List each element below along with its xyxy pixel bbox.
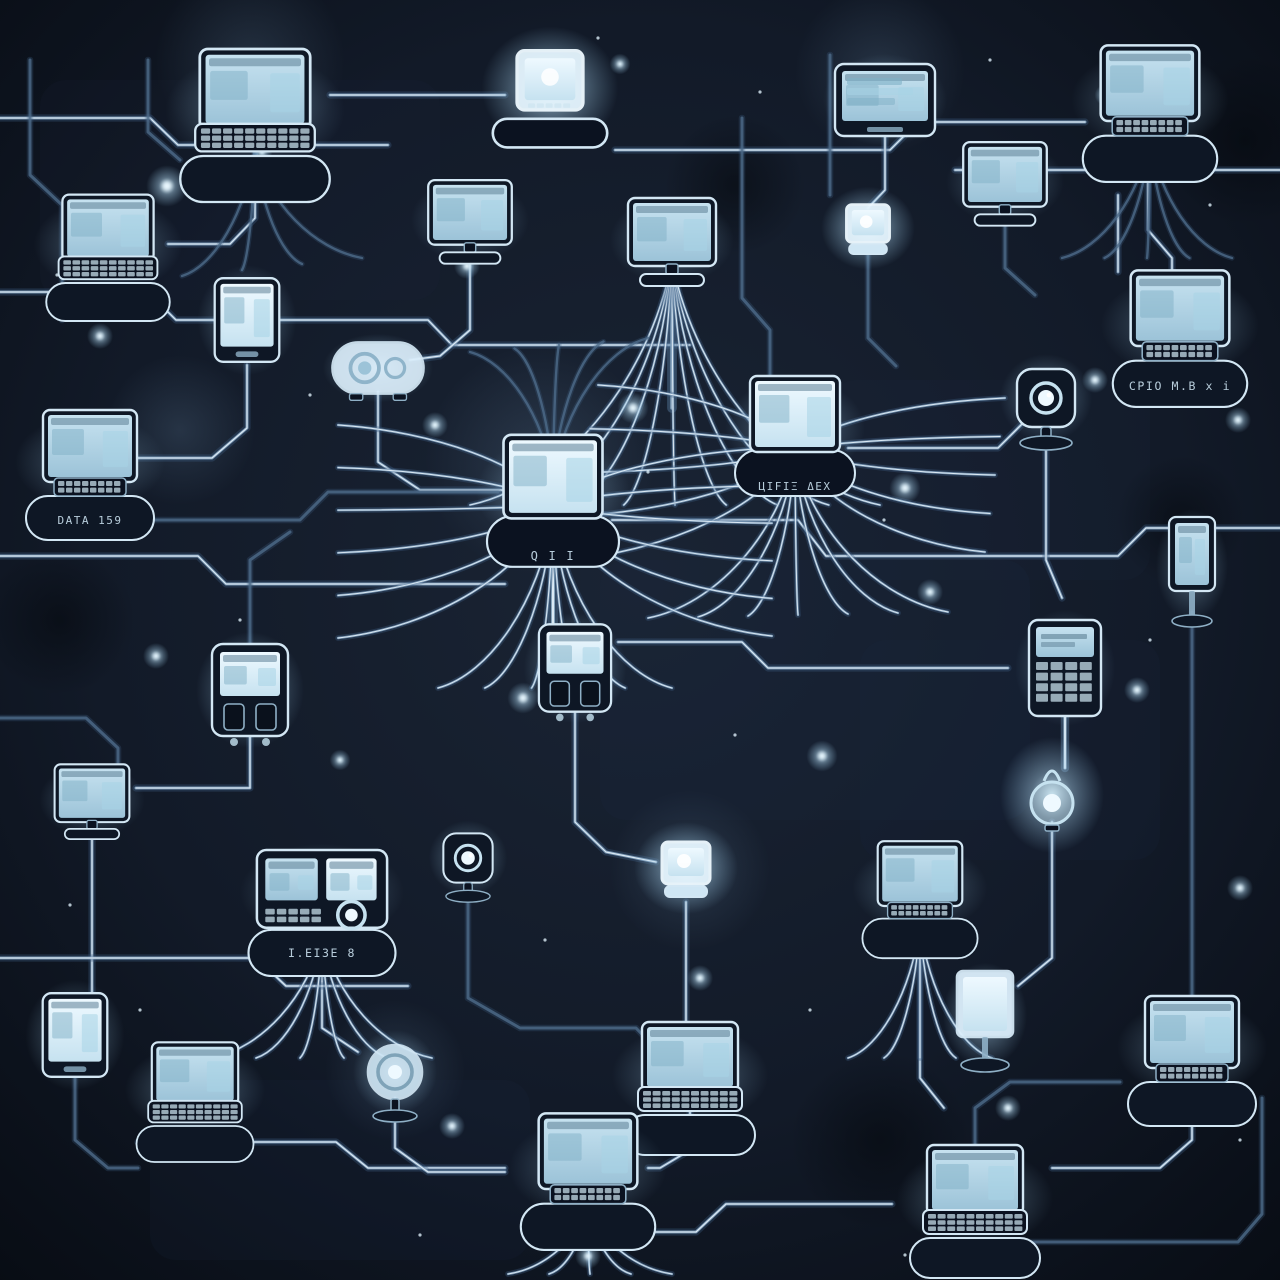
device-workstation: DATA 159 [15,408,165,541]
device-tablet [25,979,125,1091]
device-speakerpill [322,333,434,403]
device-nodes: ЦIFIΞ ΔΕΧ CPIO M.B x i DATA 159 Q I I I.EI3E… [15,26,1267,1279]
device-sign [943,963,1027,1073]
device-minipc [821,186,915,270]
device-webcam [428,820,508,903]
device-minipc [634,822,738,914]
device-workstation [852,840,988,960]
device-laptop [124,1041,266,1163]
device-hubmonitor: ЦIFIΞ ΔΕΧ [725,374,865,497]
svg-text:Q I I: Q I I [531,549,576,563]
background-panels [40,80,1160,1260]
device-webcam [1000,354,1092,451]
device-tablet [197,264,297,376]
device-calculator [1015,610,1115,726]
svg-text:DATA 159: DATA 159 [58,514,123,527]
device-bulb [1000,737,1104,853]
svg-text:ЦIFIΞ ΔΕΧ: ЦIFIΞ ΔΕΧ [758,480,831,493]
device-monitor [411,178,529,265]
device-console: I.EI3E 8 [240,843,404,978]
device-roundspeaker [353,1030,437,1123]
device-glowpc [481,26,619,150]
device-workstation [509,1112,667,1251]
device-laptop [612,1020,768,1156]
device-tabletland [823,54,947,146]
device-phonebanner [1156,509,1228,628]
device-mediabox [196,632,304,748]
svg-text:CPIO M.B x i: CPIO M.B x i [1129,379,1231,393]
svg-text:I.EI3E 8: I.EI3E 8 [288,946,356,960]
device-laptop [897,1143,1053,1279]
device-monitor [946,140,1064,227]
device-workstation: CPIO M.B x i [1101,269,1259,408]
device-laptop [165,47,345,204]
device-hubmonitor: Q I I [476,433,630,568]
device-workstation [1071,44,1229,183]
device-monitor [39,762,145,840]
device-mediabox [523,612,627,724]
device-laptop [33,193,183,322]
device-monitor [610,196,734,287]
device-workstation [1117,994,1267,1127]
